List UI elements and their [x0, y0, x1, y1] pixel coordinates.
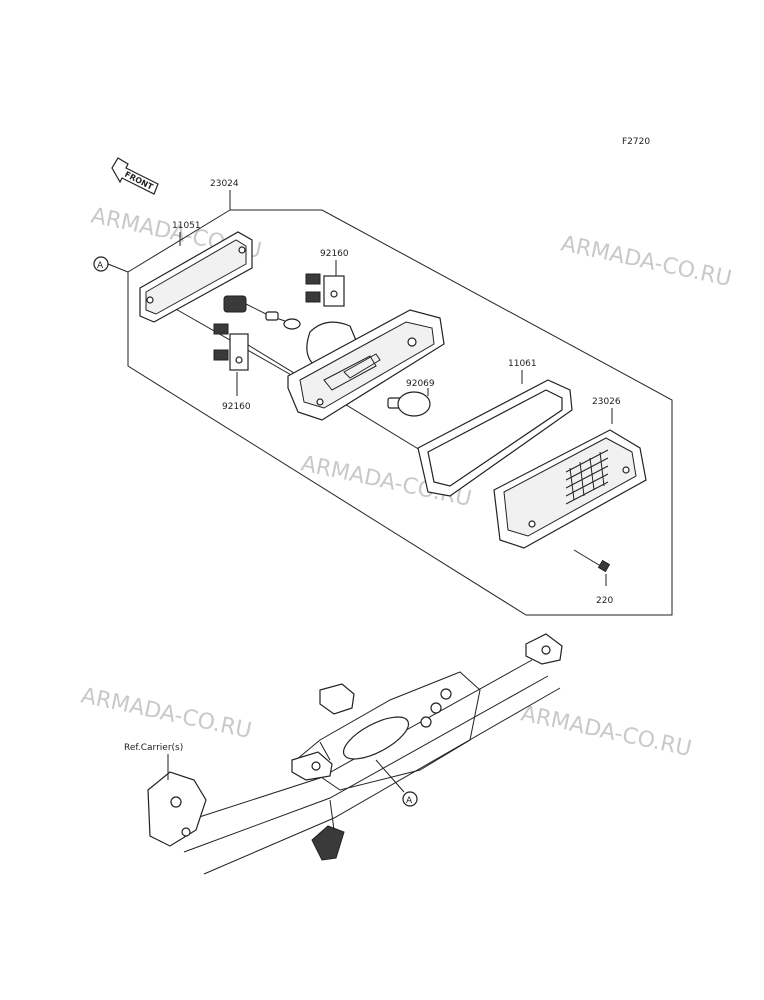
assembly-frame: [127, 190, 673, 616]
ref-carrier-callout: Ref.Carrier(s): [124, 743, 183, 780]
ref-marker-a-bottom-label: A: [406, 796, 413, 806]
part-socket-92160-lower: 92160: [213, 323, 251, 412]
label-11051: 11051: [172, 221, 201, 231]
frame-carrier: [147, 633, 563, 875]
part-gasket-11061: 11061: [417, 359, 573, 497]
front-arrow-icon: FRONT: [111, 157, 159, 195]
ref-marker-a-top: A: [93, 256, 109, 272]
part-housing-23024: 23024: [210, 179, 445, 421]
label-23024: 23024: [210, 179, 239, 189]
ref-marker-a-top-label: A: [97, 261, 104, 271]
diagram-code: F2720: [622, 137, 650, 147]
label-220: 220: [596, 596, 613, 606]
label-92160-lower: 92160: [222, 402, 251, 412]
part-socket-92160-upper: 92160: [305, 249, 349, 307]
ref-marker-a-bottom: A: [375, 759, 418, 807]
label-92069: 92069: [406, 379, 435, 389]
label-23026: 23026: [592, 397, 621, 407]
watermark-2: ARMADA-CO.RU: [559, 231, 734, 292]
watermark-4: ARMADA-CO.RU: [79, 683, 254, 744]
label-92160-upper: 92160: [320, 249, 349, 259]
part-lens-23026: 23026: [493, 397, 647, 549]
part-screw-220: 220: [573, 549, 613, 606]
watermark-5: ARMADA-CO.RU: [519, 701, 694, 762]
part-plate-11051: 11051: [139, 221, 253, 323]
ref-carrier-label: Ref.Carrier(s): [124, 743, 183, 753]
label-11061: 11061: [508, 359, 537, 369]
wiring-harness: [223, 295, 301, 330]
part-bulb-92069: 92069: [387, 379, 435, 417]
lens-grid: [565, 449, 609, 505]
